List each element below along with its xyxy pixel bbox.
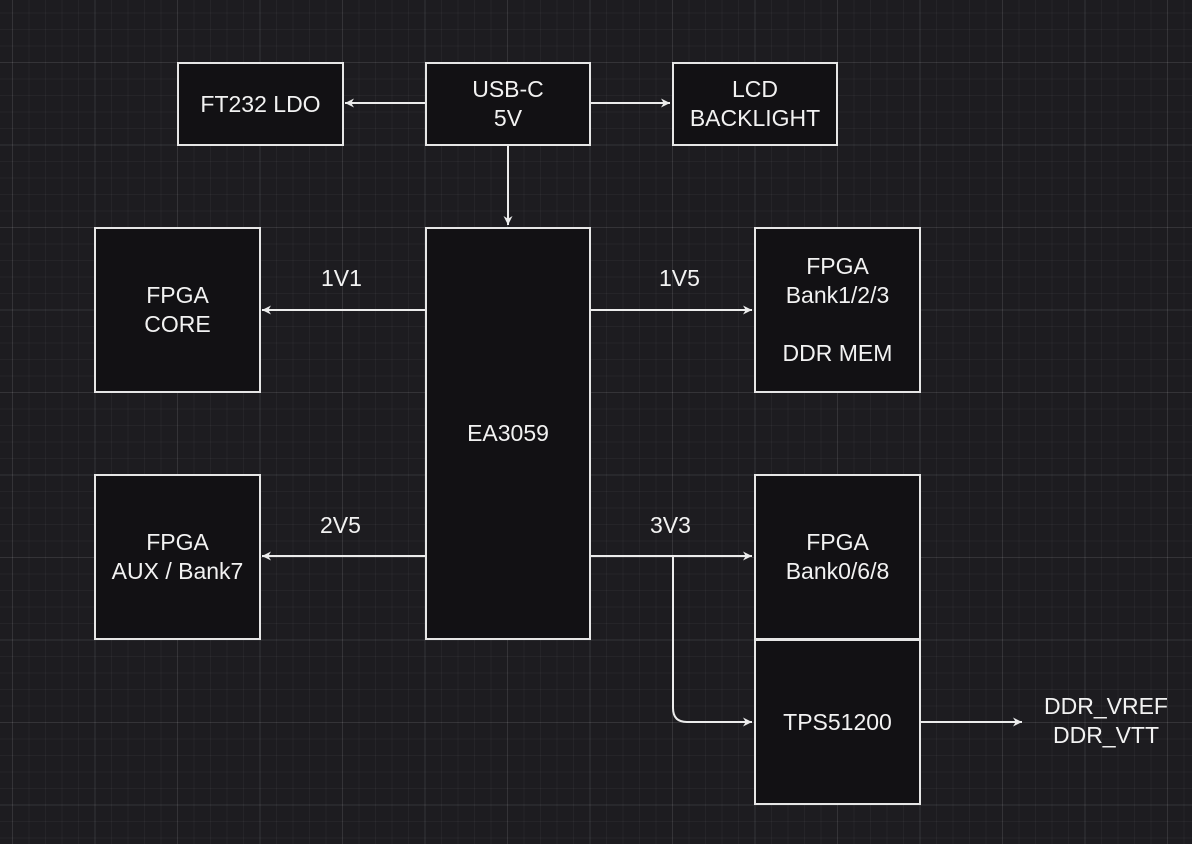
block-text-line: FT232 LDO	[200, 90, 321, 117]
fpga-core-block[interactable]: FPGA CORE	[94, 227, 261, 393]
fpga-bank068-block[interactable]: FPGA Bank0/6/8	[754, 474, 921, 640]
usb-c-block[interactable]: USB-C 5V	[425, 62, 591, 146]
block-text-line: EA3059	[467, 420, 549, 446]
lcd-backlight-block[interactable]: LCD BACKLIGHT	[672, 62, 838, 146]
block-text-line: BACKLIGHT	[689, 105, 821, 131]
block-text-line: USB-C	[472, 76, 544, 102]
ft232-ldo-block[interactable]: FT232 LDO	[177, 62, 344, 146]
block-text-line: Bank1/2/3	[785, 282, 890, 308]
block-text-line: Bank0/6/8	[785, 558, 890, 584]
block-text-line: DDR MEM	[782, 340, 893, 366]
tps51200-block[interactable]: TPS51200	[754, 639, 921, 805]
block-text-line: AUX / Bank7	[111, 558, 244, 584]
arrow-3v3-to-tps51200	[672, 556, 752, 727]
block-text-line: LCD	[731, 76, 778, 102]
rail-label-2v5: 2V5	[320, 512, 361, 538]
block-text-line: 5V	[493, 105, 523, 131]
rail-label-1v5: 1V5	[659, 265, 700, 291]
block-text-line: FPGA	[806, 253, 869, 279]
block-text-line: TPS51200	[783, 708, 892, 735]
rail-label-3v3: 3V3	[650, 512, 691, 538]
ea3059-block[interactable]: EA3059	[425, 227, 591, 640]
ddr-vref-label: DDR_VREF	[1044, 693, 1168, 719]
rail-label-1v1: 1V1	[321, 265, 362, 291]
ddr-output-label: DDR_VREF DDR_VTT	[1036, 692, 1176, 750]
block-text-line: FPGA	[146, 529, 209, 555]
block-text-line: FPGA	[806, 529, 869, 555]
fpga-aux-block[interactable]: FPGA AUX / Bank7	[94, 474, 261, 640]
ddr-vtt-label: DDR_VTT	[1052, 722, 1160, 748]
block-text-line: CORE	[144, 311, 211, 337]
block-text-line: FPGA	[146, 282, 209, 308]
